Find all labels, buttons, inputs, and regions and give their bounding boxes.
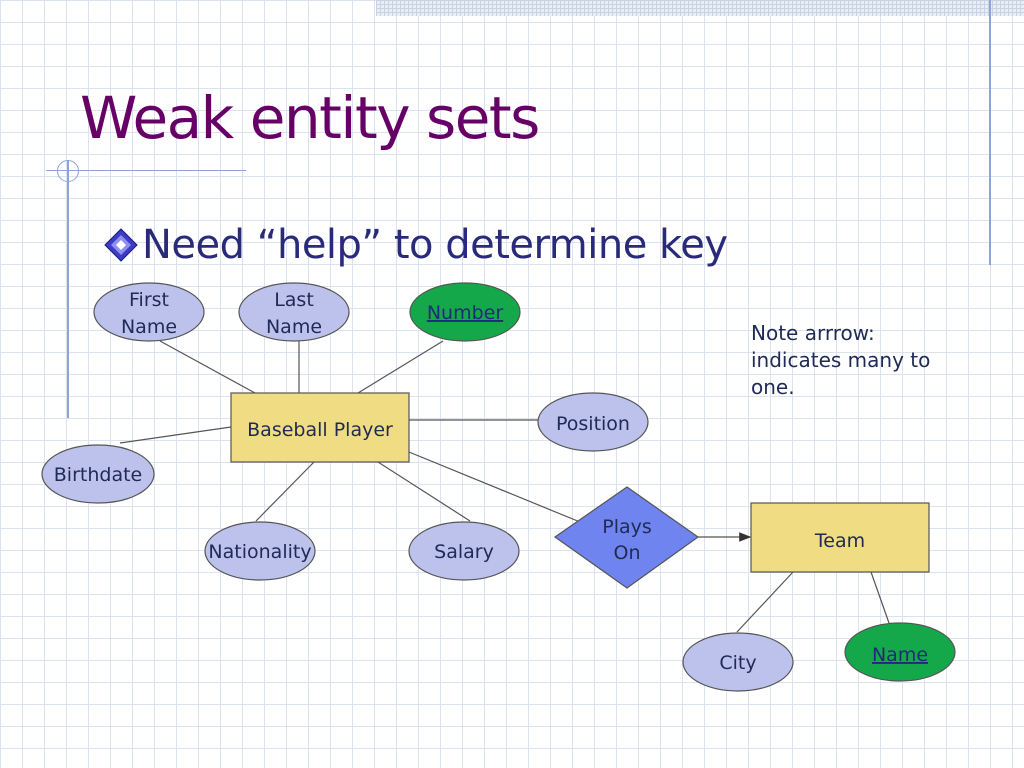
position-label: Position — [556, 413, 630, 435]
nationality-label: Nationality — [208, 541, 311, 563]
attribute-number-key: Number — [409, 282, 521, 342]
city-label: City — [719, 652, 756, 674]
entity-team: Team — [750, 502, 930, 573]
line-name — [870, 571, 890, 624]
attribute-first-name: First Name — [93, 282, 205, 342]
line-salary — [377, 461, 471, 522]
attribute-birthdate: Birthdate — [41, 444, 155, 504]
crosshair-circle — [57, 160, 79, 182]
team-label: Team — [814, 530, 865, 552]
name-label: Name — [872, 644, 928, 666]
attribute-name-key: Name — [844, 622, 956, 682]
first-name-line2: Name — [121, 316, 177, 338]
birthdate-label: Birthdate — [54, 464, 142, 486]
attribute-position: Position — [537, 392, 649, 452]
line-birthdate — [119, 426, 232, 444]
slide-title: Weak entity sets — [80, 84, 540, 152]
bullet-item: Need “help” to determine key — [104, 222, 728, 268]
attribute-last-name: Last Name — [238, 282, 350, 342]
plays-on-line2: On — [614, 542, 641, 564]
right-vertical-rule — [989, 0, 991, 265]
relationship-plays-on: Plays On — [553, 486, 700, 589]
last-name-line2: Name — [266, 316, 322, 338]
plays-on-line1: Plays — [602, 516, 652, 538]
salary-label: Salary — [434, 541, 494, 563]
entity-baseball-player: Baseball Player — [230, 392, 410, 463]
first-name-line1: First — [129, 289, 169, 311]
line-number — [357, 340, 444, 394]
left-vertical-rule — [67, 160, 69, 418]
attribute-salary: Salary — [408, 521, 520, 581]
top-decoration-band — [376, 0, 1024, 16]
attribute-city: City — [682, 632, 794, 692]
line-city — [736, 571, 794, 633]
line-first-name — [159, 340, 256, 394]
last-name-line1: Last — [274, 289, 314, 311]
line-plays-on — [408, 451, 581, 523]
note-text: Note arrrow: indicates many to one. — [751, 321, 931, 399]
number-label: Number — [427, 302, 504, 324]
title-underline-rule — [46, 170, 246, 171]
connector-lines — [119, 340, 890, 633]
bullet-text: Need “help” to determine key — [142, 222, 728, 268]
baseball-player-label: Baseball Player — [247, 419, 393, 441]
diamond-bullet-icon — [104, 228, 138, 262]
line-nationality — [255, 461, 315, 522]
attribute-nationality: Nationality — [204, 521, 316, 581]
